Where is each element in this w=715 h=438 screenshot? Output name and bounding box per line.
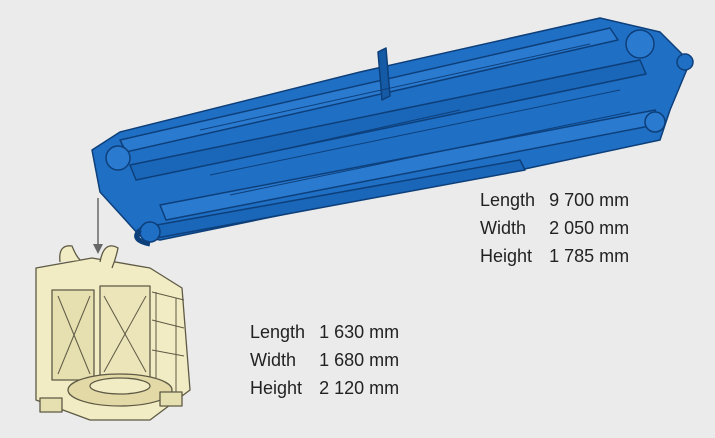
boom-joint-left (105, 145, 131, 171)
base-lattice (57, 291, 185, 392)
boom-length-label: Length (480, 190, 536, 210)
boom-dimensions: Length 9 700 mm Width 2 050 mm Height 1 … (480, 188, 629, 268)
boom-plate (377, 47, 391, 101)
boom-hose (134, 228, 151, 247)
base-width-value: 1 680 mm (319, 350, 400, 370)
mount-arrow (93, 198, 103, 254)
base-foot-right (159, 391, 183, 407)
boom-width-label: Width (480, 218, 527, 238)
boom-joint-right (676, 53, 694, 71)
boom-height-value: 1 785 mm (549, 246, 630, 266)
boom-joint-bottom (644, 111, 666, 133)
base-unit (35, 245, 191, 421)
base-width-label: Width (250, 350, 297, 370)
boom-width-value: 2 050 mm (549, 218, 630, 238)
boom-joint-top (625, 29, 655, 59)
folded-boom (91, 17, 694, 247)
base-top-ears (59, 245, 119, 269)
base-height-label: Height (250, 378, 303, 398)
boom-height-label: Height (480, 246, 533, 266)
boom-joint-lower-left (139, 221, 161, 243)
base-panel-left (51, 289, 95, 381)
boom-arm-middle (129, 59, 647, 181)
base-foot-left (39, 397, 63, 413)
base-length-value: 1 630 mm (319, 322, 400, 342)
base-height-value: 2 120 mm (319, 378, 400, 398)
base-length-label: Length (250, 322, 306, 342)
boom-length-value: 9 700 mm (549, 190, 630, 210)
base-dimensions: Length 1 630 mm Width 1 680 mm Height 2 … (250, 320, 399, 400)
